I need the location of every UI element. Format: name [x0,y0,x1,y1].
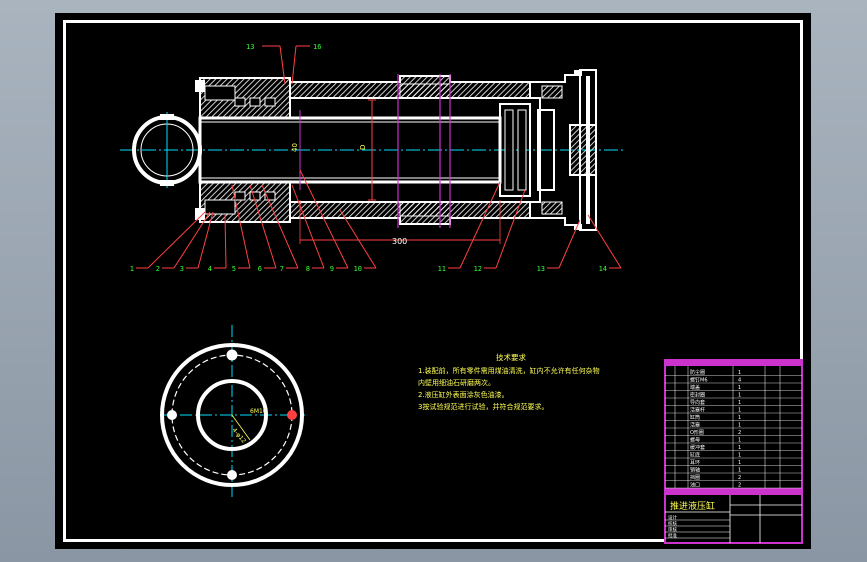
part-name: O形圈 [690,429,704,436]
callout-label: 13 [537,265,545,273]
bolt-hole [227,470,237,480]
part-qty: 1 [738,468,741,474]
callout-13-top: 13 [246,43,254,51]
part-qty: 1 [738,423,741,429]
dim-rod-label: 40 [291,143,299,152]
part-qty: 1 [738,438,741,444]
tech-req-line: 1.装配前，所有零件需用煤油清洗，缸内不允许有任何杂物 [418,366,600,375]
dimension-lines: D 40 300 [291,99,501,246]
callout-label: 4 [208,265,212,273]
part-qty: 1 [738,408,741,414]
dim-stroke-label: 300 [392,237,407,246]
dim-bore-label: D [359,145,367,150]
bolt-hole [226,349,238,361]
tech-req-line: 3按试验规范进行试验，并符合规范要求。 [418,402,548,411]
part-qty: 1 [738,460,741,466]
tech-requirements: 技术要求 1.装配前，所有零件需用煤油清洗，缸内不允许有任何杂物 内壁用细油石研… [418,352,600,411]
bolt-circle-label: 6M10 [250,408,267,415]
end-view: 6M10 4-φ12 [160,325,305,500]
callout-label: 6 [258,265,262,273]
callout-label: 3 [180,265,184,273]
callout-16-top: 16 [313,43,321,51]
part-qty: 4 [738,378,741,384]
part-name: 活塞 [690,422,700,429]
part-name: 缸筒 [690,414,700,421]
bore-circle [196,379,268,451]
part-name: 缓冲套 [690,444,705,451]
part-name: 密封圈 [690,392,705,399]
footer-row-label: 设计 [668,514,677,521]
part-qty: 1 [738,415,741,421]
part-qty: 2 [738,430,741,436]
bolt-hole [167,410,177,420]
callout-label: 12 [474,265,482,273]
part-qty: 2 [738,475,741,481]
part-qty: 1 [738,445,741,451]
section-marks [299,74,451,228]
part-qty: 1 [738,400,741,406]
part-qty: 2 [738,483,741,489]
bolt-hole [287,410,297,420]
part-name: 耳环 [690,460,700,466]
part-name: 螺母 [690,437,700,444]
callout-label: 5 [232,265,236,273]
tech-req-line: 内壁用细油石研磨两次。 [418,378,495,387]
callout-label: 2 [156,265,160,273]
part-qty: 1 [738,385,741,391]
callout-label: 9 [330,265,334,273]
footer-row-label: 校核 [668,520,677,527]
footer-row-label: 审核 [668,526,677,533]
part-qty: 1 [738,453,741,459]
callout-label: 7 [280,265,284,273]
callout-label: 1 [130,265,134,273]
piston [499,103,555,197]
top-callouts: 13 16 [246,43,321,85]
part-name: 活塞杆 [690,407,705,414]
hole-label: 4-φ12 [230,427,247,445]
callout-label: 8 [306,265,310,273]
part-name: 挡圈 [690,474,700,481]
part-name: 防尘圈 [690,369,705,376]
callout-label: 10 [354,265,362,273]
callout-label: 11 [438,265,446,273]
part-name: 销轴 [690,467,700,474]
tech-req-title: 技术要求 [496,352,526,362]
part-name: 端盖 [690,384,700,391]
part-name: 导向套 [690,399,705,406]
part-name: 螺钉M6 [690,377,708,384]
callout-label: 14 [599,265,607,273]
part-qty: 1 [738,393,741,399]
part-name: 缸底 [690,452,700,459]
tech-req-line: 2.液压缸外表面涂灰色油漆。 [418,390,509,399]
footer-row-label: 批准 [668,532,677,539]
flange-outer [160,343,304,487]
part-name: 油口 [690,482,700,489]
rear-cap [529,69,597,231]
part-qty: 1 [738,370,741,376]
product-name: 推进液压缸 [670,500,715,512]
